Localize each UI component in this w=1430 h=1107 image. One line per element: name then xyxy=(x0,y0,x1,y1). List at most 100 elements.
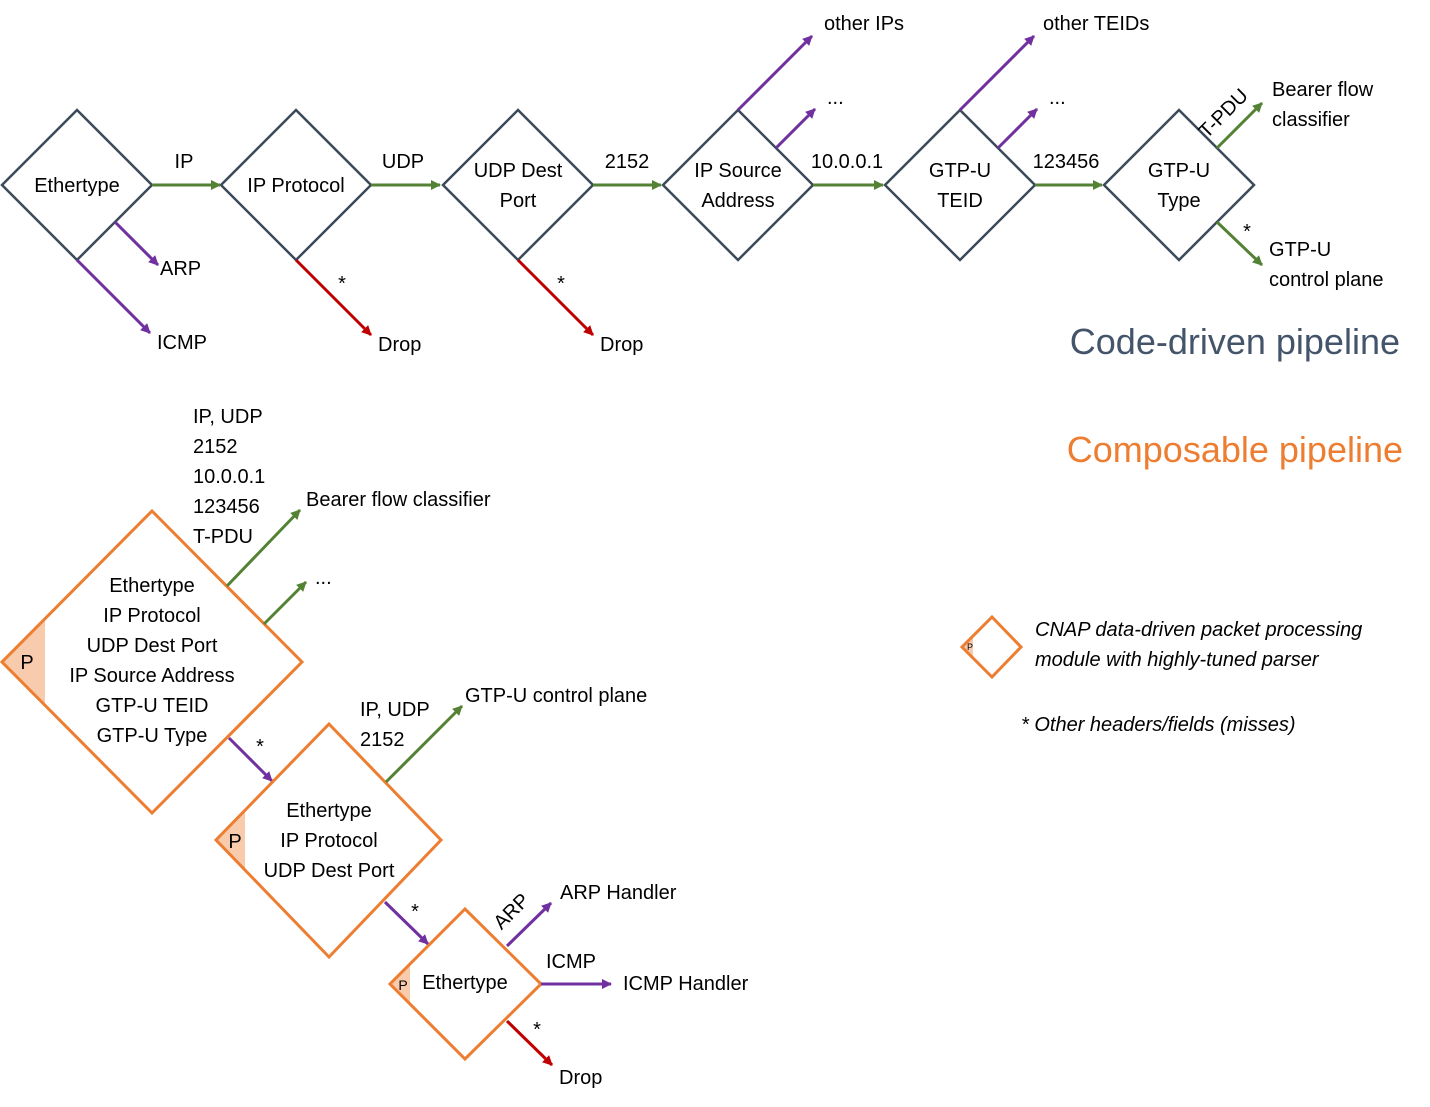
node-1-match-4: 123456 xyxy=(193,496,260,518)
legend-module-icon: P xyxy=(959,614,1024,680)
node-2-field-1: Ethertype xyxy=(286,800,372,822)
node-2-target: GTP-U control plane xyxy=(465,685,647,707)
node-1-target: Bearer flow classifier xyxy=(306,489,491,511)
node-ip-source-address-line1: IP Source xyxy=(694,160,781,182)
node-gtpu-teid: GTP-U TEID xyxy=(883,108,1037,262)
node-1-field-1: Ethertype xyxy=(109,575,195,597)
node-2-star: * xyxy=(411,901,419,923)
edge-label-addr: 10.0.0.1 xyxy=(811,151,883,173)
node-1-match-2: 2152 xyxy=(193,436,238,458)
node-3-arp-target: ARP Handler xyxy=(560,882,677,904)
code-driven-pipeline: Ethertype IP Protocol UDP Dest Port IP S… xyxy=(0,13,1400,362)
edge-label-star-1: * xyxy=(338,273,346,295)
edge-label-tpdu: T-PDU xyxy=(1195,85,1253,143)
node-1-ellipsis: ... xyxy=(315,567,332,589)
node-3-icmp-target: ICMP Handler xyxy=(623,973,749,995)
parser-shade-3 xyxy=(390,964,410,1004)
node-2-field-2: IP Protocol xyxy=(280,830,377,852)
edge-label-udp: UDP xyxy=(382,151,424,173)
node-3-field-1: Ethertype xyxy=(422,972,508,994)
node-ip-protocol: IP Protocol xyxy=(219,108,373,262)
composable-node-3: P Ethertype xyxy=(387,906,544,1062)
node-2-match-1: IP, UDP xyxy=(360,699,430,721)
edge-drop-2 xyxy=(516,258,595,337)
node-gtpu-teid-line1: GTP-U xyxy=(929,160,991,182)
node-2-field-3: UDP Dest Port xyxy=(264,860,395,882)
parser-shade-1 xyxy=(2,619,45,705)
edge-node-1-ellipsis xyxy=(262,580,308,626)
node-1-match-5: T-PDU xyxy=(193,526,253,548)
node-3-icmp-label: ICMP xyxy=(546,951,596,973)
target-other-teids: other TEIDs xyxy=(1043,13,1149,35)
edge-label-ip: IP xyxy=(175,151,194,173)
edge-node-3-drop xyxy=(505,1019,554,1067)
composable-node-1: P Ethertype IP Protocol UDP Dest Port IP… xyxy=(0,508,305,816)
target-ellipsis-2: ... xyxy=(1049,87,1066,109)
edge-node-1-miss xyxy=(227,736,274,783)
target-icmp: ICMP xyxy=(157,332,207,354)
node-udp-dest-port-line1: UDP Dest xyxy=(474,160,563,182)
edge-node-2-control xyxy=(384,704,464,784)
node-ethertype-label: Ethertype xyxy=(34,175,120,197)
composable-pipeline: Composable pipeline P Ethertype IP Proto… xyxy=(0,406,1403,1089)
node-gtpu-type-line1: GTP-U xyxy=(1148,160,1210,182)
node-1-match-1: IP, UDP xyxy=(193,406,263,428)
target-control-line2: control plane xyxy=(1269,269,1384,291)
edge-node-3-arp xyxy=(505,901,553,948)
node-1-match-3: 10.0.0.1 xyxy=(193,466,265,488)
node-1-field-3: UDP Dest Port xyxy=(87,635,218,657)
node-1-field-6: GTP-U Type xyxy=(97,725,208,747)
target-ellipsis-1: ... xyxy=(827,87,844,109)
edge-node-1-bearer xyxy=(225,508,302,588)
edge-label-star-3: * xyxy=(1243,221,1251,243)
node-udp-dest-port-line2: Port xyxy=(500,190,537,212)
node-gtpu-type-line2: Type xyxy=(1157,190,1200,212)
target-arp: ARP xyxy=(160,258,201,280)
parser-shade-2 xyxy=(216,811,245,869)
node-gtpu-teid-line2: TEID xyxy=(937,190,983,212)
node-1-field-2: IP Protocol xyxy=(103,605,200,627)
target-control-line1: GTP-U xyxy=(1269,239,1331,261)
node-3-star: * xyxy=(533,1019,541,1041)
edge-label-teid: 123456 xyxy=(1033,151,1100,173)
edge-ellipsis-2 xyxy=(996,107,1039,150)
target-other-ips: other IPs xyxy=(824,13,904,35)
parser-label-1: P xyxy=(20,652,33,674)
edge-control-plane xyxy=(1215,220,1264,267)
edge-ellipsis-1 xyxy=(774,107,817,150)
node-udp-dest-port: UDP Dest Port xyxy=(441,108,595,262)
legend-module-line1: CNAP data-driven packet processing xyxy=(1035,619,1362,641)
node-ip-source-address-line2: Address xyxy=(701,190,774,212)
node-2-match-2: 2152 xyxy=(360,729,405,751)
composable-node-2: P Ethertype IP Protocol UDP Dest Port xyxy=(213,721,444,960)
node-3-drop: Drop xyxy=(559,1067,602,1089)
parser-label-3: P xyxy=(398,977,407,993)
edge-other-teids xyxy=(958,34,1036,112)
code-driven-title: Code-driven pipeline xyxy=(1070,321,1400,362)
legend-module-line2: module with highly-tuned parser xyxy=(1035,649,1320,671)
target-drop-1: Drop xyxy=(378,334,421,356)
node-ip-source-address: IP Source Address xyxy=(661,108,815,262)
target-bearer-line1: Bearer flow xyxy=(1272,79,1374,101)
parser-label-2: P xyxy=(228,831,241,853)
edge-drop-1 xyxy=(294,258,373,337)
node-gtpu-type: GTP-U Type xyxy=(1102,108,1256,262)
composable-title: Composable pipeline xyxy=(1067,429,1403,470)
node-1-field-4: IP Source Address xyxy=(69,665,234,687)
edge-arp xyxy=(113,220,160,267)
edge-tpdu xyxy=(1215,101,1264,150)
node-1-star: * xyxy=(256,736,264,758)
edge-label-star-2: * xyxy=(557,273,565,295)
edge-icmp xyxy=(75,258,152,335)
target-drop-2: Drop xyxy=(600,334,643,356)
target-bearer-line2: classifier xyxy=(1272,109,1350,131)
edge-other-ips xyxy=(736,34,814,112)
node-1-field-5: GTP-U TEID xyxy=(96,695,209,717)
edge-label-2152: 2152 xyxy=(605,151,650,173)
legend-parser-label: P xyxy=(967,642,973,652)
edge-node-2-miss xyxy=(383,900,430,946)
node-ip-protocol-label: IP Protocol xyxy=(247,175,344,197)
legend-misses: * Other headers/fields (misses) xyxy=(1021,714,1296,736)
legend: P CNAP data-driven packet processing mod… xyxy=(959,614,1362,736)
